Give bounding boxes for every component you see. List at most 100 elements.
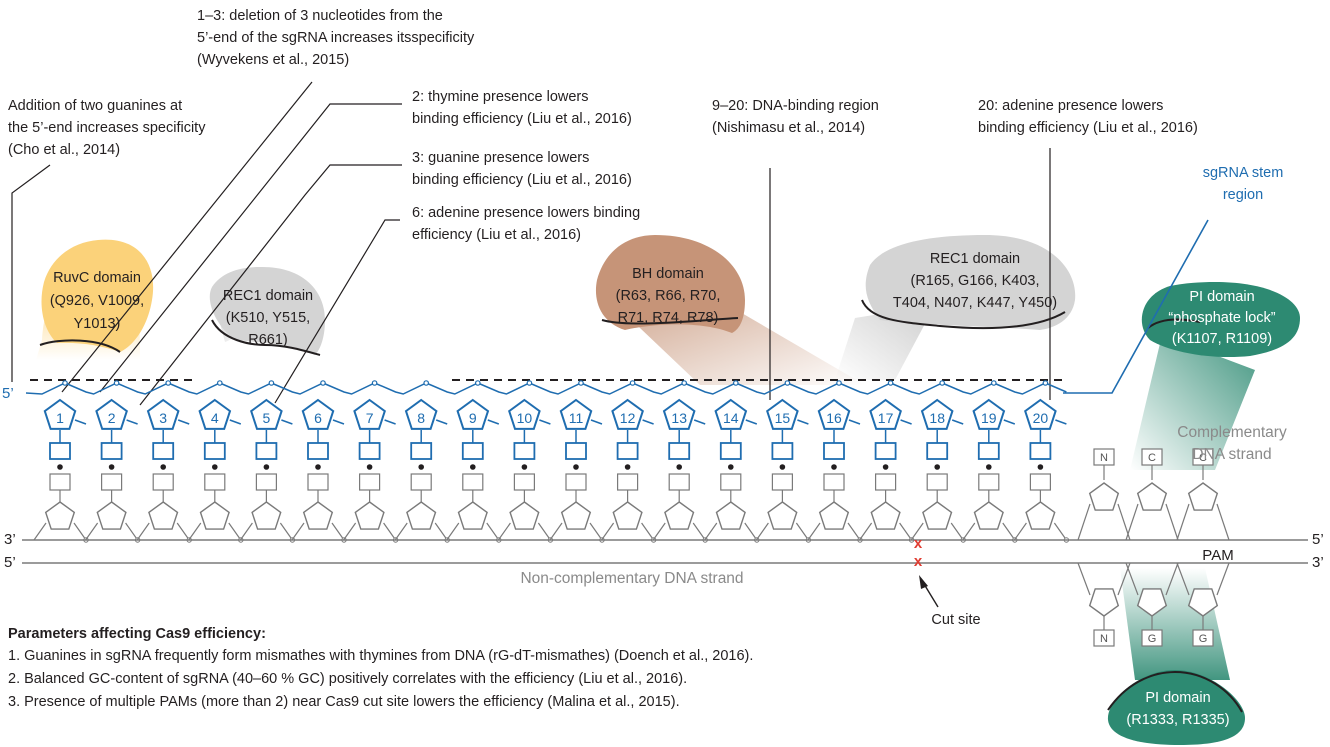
domain-rec1-small: REC1 domain (K510, Y515, R661): [209, 266, 325, 356]
dna-backbone-left-13: [652, 522, 666, 541]
pam-bot-bb-l-1: [1125, 562, 1139, 596]
dna-backbone-right-13: [692, 522, 706, 541]
complementary-dna-chain: [33, 473, 1070, 543]
pam-top-base-0: N: [1100, 452, 1108, 464]
rna-phosphate-5: [268, 380, 275, 386]
domain-ruvc: RuvC domain (Q926, V1009, Y1013): [39, 239, 154, 353]
annotation-dnabinding-line-2: (Nishimasu et al., 2014): [712, 120, 865, 136]
parameter-2: 2. Balanced GC-content of sgRNA (40–60 %…: [8, 671, 687, 687]
nucleotide-number-6: 6: [314, 410, 322, 426]
pam-label: PAM: [1202, 547, 1233, 564]
rna-base-16: [823, 442, 845, 460]
parameters-title: Parameters affecting Cas9 efficiency:: [8, 626, 266, 642]
rna-base-5: [255, 442, 278, 460]
rna-phosphate-2: [113, 380, 120, 386]
cut-mark-top: x: [914, 535, 923, 552]
nucleotide-number-5: 5: [263, 410, 271, 426]
dna-backbone-right-9: [486, 522, 500, 541]
rna-phosphate-4: [217, 380, 223, 386]
base-pair-dot-7: [366, 464, 373, 470]
rna-phosphate-9: [474, 380, 481, 386]
bottom-strand-three-prime: 3’: [1312, 554, 1324, 571]
pam-bot-bb-r-1: [1165, 562, 1179, 596]
pam-top-bb-r-2: [1216, 503, 1230, 541]
base-pair-dot-4: [212, 464, 218, 470]
pi-bottom-line-1: PI domain: [1145, 690, 1210, 706]
rna-base-7: [358, 442, 381, 460]
rna-phosphate-12: [629, 380, 636, 386]
pi-top-line-3: (K1107, R1109): [1172, 331, 1272, 347]
base-pair-dot-16: [831, 464, 837, 470]
pam-top-bb-r-1: [1165, 503, 1179, 541]
annotation-thymine-line-2: binding efficiency (Liu et al., 2016): [412, 111, 632, 127]
pam-bot-base-2: G: [1199, 633, 1208, 645]
dna-base-15: [771, 473, 794, 491]
dna-base-8: [410, 473, 432, 491]
rec1-large-line-2: (R165, G166, K403,: [911, 273, 1040, 289]
base-pair-dot-12: [624, 464, 631, 470]
rna-sugar-9: [456, 398, 490, 430]
ruvc-line-3: Y1013): [74, 316, 121, 332]
dna-base-5: [255, 473, 277, 491]
dna-backbone-right-18: [950, 522, 964, 541]
bh-line-2: (R63, R66, R70,: [616, 288, 721, 304]
rna-oh-17: [900, 419, 912, 425]
dna-sugar-17: [870, 501, 901, 530]
rna-oh-3: [177, 419, 190, 425]
rna-phosphate-13: [681, 380, 688, 386]
rna-base-11: [565, 442, 587, 460]
nucleotide-number-10: 10: [517, 410, 533, 426]
rna-sugar-12: [611, 398, 644, 430]
dna-backbone-left-9: [446, 522, 460, 541]
rna-sugar-19: [972, 398, 1006, 430]
annotation-guanines-line-2: the 5’-end increases specificity: [8, 120, 206, 136]
parameters-block: Parameters affecting Cas9 efficiency: 1.…: [8, 626, 753, 710]
annotation-guanines-line-1: Addition of two guanines at: [8, 98, 182, 114]
rna-base-19: [977, 442, 1000, 460]
rna-phosphate-20: [1042, 380, 1049, 386]
dna-backbone-left-7: [343, 522, 357, 541]
dna-backbone-left-14: [704, 522, 718, 541]
pam-bot-sugar-2: [1187, 588, 1219, 617]
parameter-3: 3. Presence of multiple PAMs (more than …: [8, 694, 680, 710]
dna-sugar-19: [973, 501, 1004, 530]
rna-phosphate-10: [526, 380, 533, 386]
rna-sugar-5: [250, 398, 283, 430]
rna-phosphate-7: [371, 380, 378, 386]
pi-top-line-1: PI domain: [1189, 289, 1254, 305]
rna-base-4: [203, 442, 226, 460]
dna-sugar-5: [251, 501, 282, 530]
nucleotide-number-17: 17: [878, 410, 894, 426]
dna-base-3: [152, 473, 174, 491]
rna-sugar-4: [198, 398, 232, 430]
pi-bottom-line-2: (R1333, R1335): [1126, 712, 1229, 728]
pam-top-bb-l-1: [1125, 503, 1139, 541]
annotation-thymine-line-1: 2: thymine presence lowers: [412, 89, 589, 105]
rna-phosphate-19: [990, 380, 997, 386]
pam-top-sugar-0: [1088, 482, 1120, 511]
bh-line-1: BH domain: [632, 266, 704, 282]
dna-base-20: [1029, 473, 1052, 491]
ruvc-line-1: RuvC domain: [53, 270, 141, 286]
sgrna-backbone: [25, 382, 1067, 395]
annotation-del3-line-3: (Wyvekens et al., 2015): [197, 52, 349, 68]
rna-phosphate-18: [939, 380, 946, 386]
dna-sugar-8: [406, 501, 437, 530]
nucleotide-number-7: 7: [366, 410, 374, 426]
base-pair-dot-9: [470, 464, 476, 470]
pam-bot-bb-r-2: [1216, 562, 1230, 596]
nucleotide-number-1: 1: [56, 410, 64, 426]
dna-backbone-right-20: [1053, 522, 1067, 541]
annotation-guanine3-line-2: binding efficiency (Liu et al., 2016): [412, 172, 632, 188]
nucleotide-number-18: 18: [929, 410, 945, 426]
pam-bot-base-box-1: [1141, 629, 1163, 647]
dna-sugar-6: [302, 501, 334, 530]
dna-base-18: [926, 473, 948, 491]
bottom-strand-five-prime: 5’: [4, 554, 16, 571]
rna-sugar-15: [766, 398, 799, 430]
nucleotide-number-2: 2: [108, 410, 116, 426]
rec1-large-line-3: T404, N407, K447, Y450): [893, 295, 1057, 311]
rna-sugar-16: [817, 398, 851, 430]
